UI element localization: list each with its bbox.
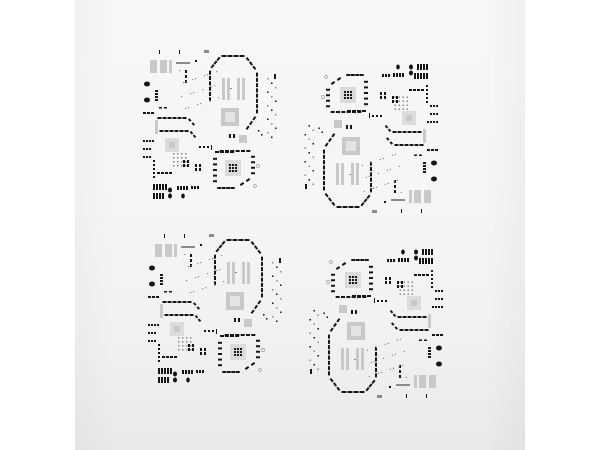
stencil-board-top-left [143, 48, 277, 208]
right-shading [485, 0, 525, 450]
pcb-aperture-pattern [309, 249, 443, 398]
stencil-board-bottom-left [148, 232, 282, 392]
stencil-board-bottom-right [303, 240, 443, 400]
left-shading [75, 0, 115, 450]
stencil-photo [75, 0, 525, 450]
stencil-board-top-right [298, 55, 438, 215]
pcb-aperture-pattern [304, 64, 438, 213]
pcb-aperture-pattern [143, 50, 277, 199]
pcb-aperture-pattern [148, 234, 282, 383]
